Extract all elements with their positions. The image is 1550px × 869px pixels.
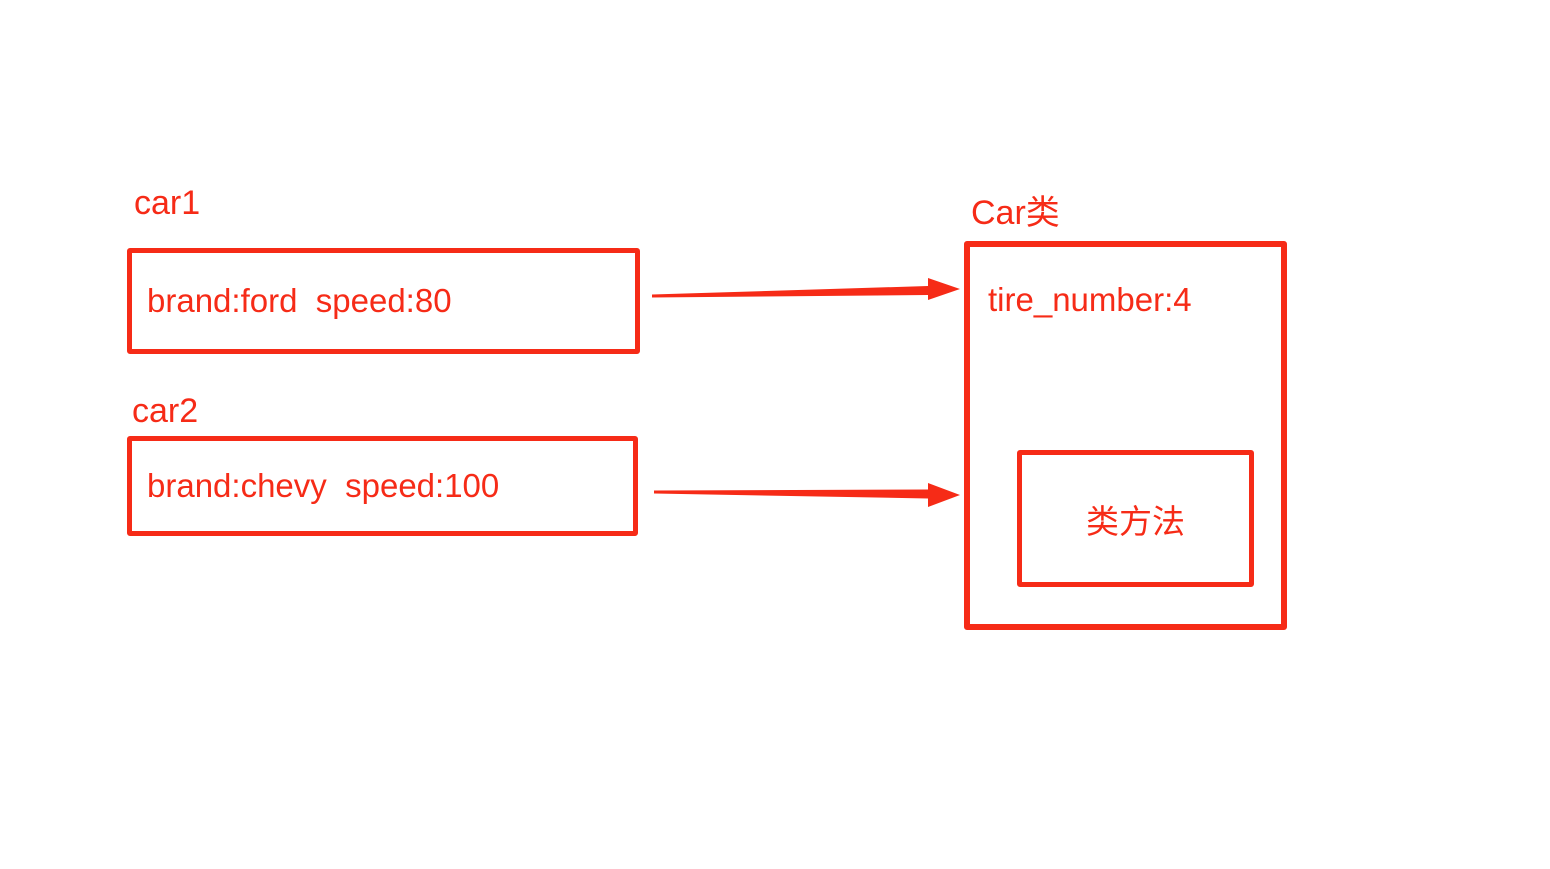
car-class-attribute-text: tire_number:4 <box>988 281 1192 318</box>
class-method-box: 类方法 <box>1017 450 1254 587</box>
car2-label: car2 <box>132 392 199 430</box>
car2-attributes-text: brand:chevy speed:100 <box>147 467 500 504</box>
arrow-car1-to-class <box>652 278 960 300</box>
car1-box: brand:ford speed:80 <box>127 248 640 354</box>
car-class-box: tire_number:4 类方法 <box>964 241 1287 630</box>
class-method-text: 类方法 <box>1086 502 1185 540</box>
arrow-car2-to-class <box>654 483 960 507</box>
car2-box: brand:chevy speed:100 <box>127 436 638 536</box>
car-class-label: Car类 <box>971 194 1060 232</box>
car1-attributes-text: brand:ford speed:80 <box>147 282 452 319</box>
car1-label: car1 <box>134 184 201 222</box>
